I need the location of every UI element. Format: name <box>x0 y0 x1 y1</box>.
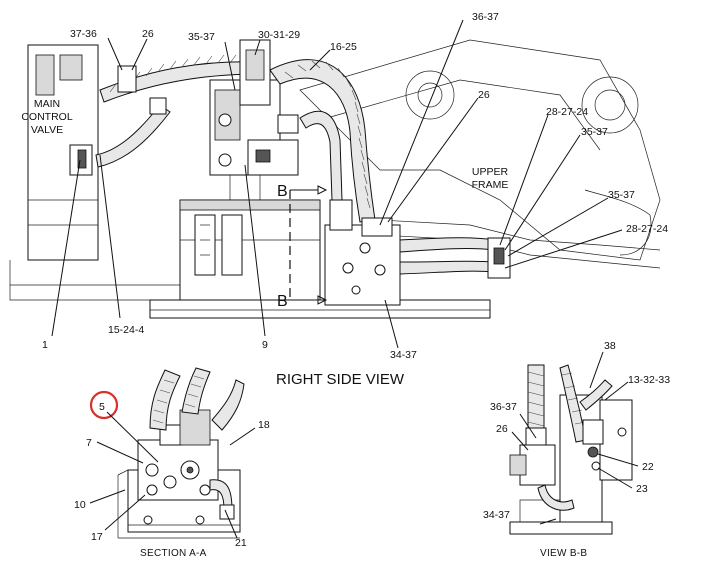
callout-28-27-24-top: 28-27-24 <box>546 106 588 118</box>
callout-37-36: 37-36 <box>70 28 97 40</box>
callout-38-view-b: 38 <box>604 340 616 352</box>
callout-17-section-a: 17 <box>91 531 103 543</box>
callout-36-37-top: 36-37 <box>472 11 499 23</box>
callout-34-37-view-b: 34-37 <box>483 509 510 521</box>
callout-26-top: 26 <box>142 28 154 40</box>
highlight-circle-callout-5 <box>89 390 119 420</box>
callout-34-37: 34-37 <box>390 349 417 361</box>
main-control-valve-label-2: CONTROL <box>21 111 72 123</box>
section-a-a-view: 5 7 18 10 17 21 SECTION A-A <box>74 367 270 559</box>
callout-5-section-a: 5 <box>99 401 105 413</box>
callout-18-section-a: 18 <box>258 419 270 431</box>
callout-21-section-a: 21 <box>235 537 247 549</box>
view-b-b-title: VIEW B-B <box>540 548 587 559</box>
callout-10-section-a: 10 <box>74 499 86 511</box>
right-side-view-title: RIGHT SIDE VIEW <box>276 371 405 388</box>
view-marker-b-top: B <box>277 183 288 200</box>
callout-28-27-24-bottom: 28-27-24 <box>626 223 668 235</box>
callout-35-37-right-1: 35-37 <box>581 126 608 138</box>
callout-35-37-top: 35-37 <box>188 31 215 43</box>
view-b-b: 38 13-32-33 36-37 26 22 23 34-37 VIEW B-… <box>483 340 670 559</box>
callout-26-view-b: 26 <box>496 423 508 435</box>
callout-13-32-33-view-b: 13-32-33 <box>628 374 670 386</box>
callout-16-25: 16-25 <box>330 41 357 53</box>
solenoid-valve-block <box>324 224 401 306</box>
callout-1: 1 <box>42 339 48 351</box>
right-side-view: B B MAIN CONTROL VALVE UPPER FRAME 37-3 <box>9 11 668 388</box>
callout-23-view-b: 23 <box>636 483 648 495</box>
main-control-valve-label-3: VALVE <box>31 124 63 136</box>
callout-30-31-29: 30-31-29 <box>258 29 300 41</box>
callout-7-section-a: 7 <box>86 437 92 449</box>
callout-9: 9 <box>262 339 268 351</box>
callout-36-37-view-b: 36-37 <box>490 401 517 413</box>
upper-frame-label-2: FRAME <box>472 179 509 191</box>
view-marker-b-bottom: B <box>277 293 288 310</box>
callout-26-right: 26 <box>478 89 490 101</box>
section-a-a-title: SECTION A-A <box>140 548 207 559</box>
callout-35-37-right-2: 35-37 <box>608 189 635 201</box>
callout-22-view-b: 22 <box>642 461 654 473</box>
upper-frame-label-1: UPPER <box>472 166 509 178</box>
callout-15-24-4: 15-24-4 <box>108 324 144 336</box>
main-control-valve-label-1: MAIN <box>34 98 60 110</box>
